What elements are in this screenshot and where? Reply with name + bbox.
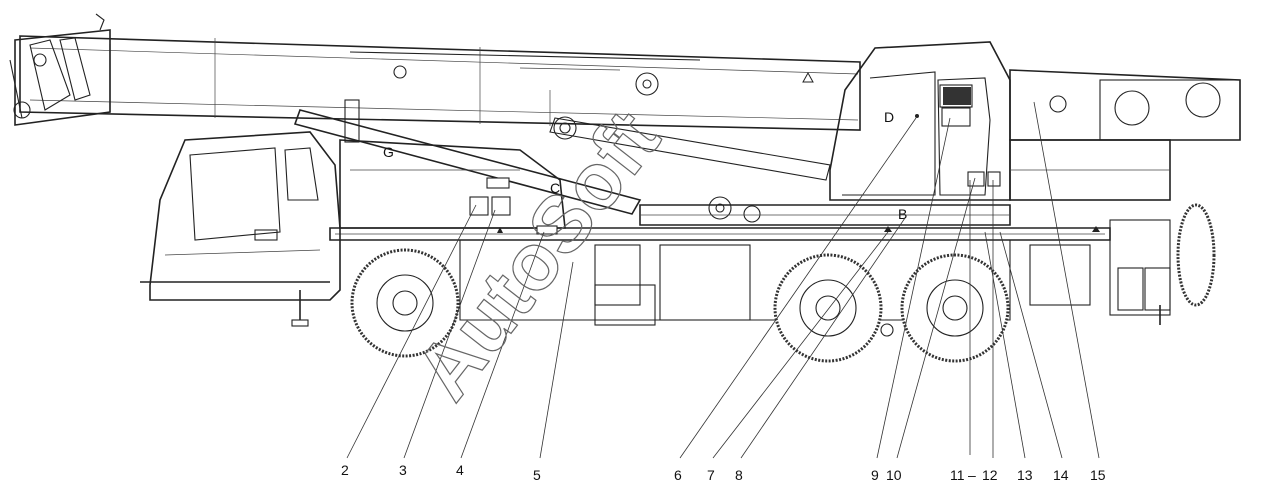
counterweight-rear bbox=[1009, 69, 1241, 201]
warning-triangle-icon bbox=[802, 71, 814, 83]
outrigger-front bbox=[291, 290, 309, 327]
zone-label-b: B bbox=[898, 206, 907, 222]
rear-wheel-2 bbox=[900, 253, 1010, 363]
callout-13: 13 bbox=[1017, 467, 1033, 483]
callout-10: 10 bbox=[886, 467, 902, 483]
zone-label-c: C bbox=[550, 180, 560, 196]
operator-cab bbox=[829, 41, 1011, 201]
chassis-frame bbox=[329, 219, 1171, 337]
callout-6: 6 bbox=[674, 467, 682, 483]
callout-2: 2 bbox=[341, 462, 349, 478]
exhaust-stack bbox=[344, 99, 360, 143]
spare-wheel bbox=[1176, 203, 1216, 307]
warning-triangle-icon bbox=[884, 226, 892, 232]
callout-11: 11 bbox=[950, 467, 965, 483]
telescopic-boom bbox=[19, 35, 861, 140]
rear-wheel-1 bbox=[773, 253, 883, 363]
callout-8: 8 bbox=[735, 467, 743, 483]
front-wheel bbox=[350, 248, 460, 358]
callout-15: 15 bbox=[1090, 467, 1106, 483]
warning-triangle-icon bbox=[1092, 226, 1100, 232]
cab-door-sticker bbox=[941, 107, 971, 127]
callout-12: 12 bbox=[982, 467, 998, 483]
callout-7: 7 bbox=[707, 467, 715, 483]
watermark-logo: AutoSoft bbox=[398, 95, 676, 416]
boom-head-sheaves bbox=[9, 13, 111, 126]
leader-lines bbox=[346, 101, 1100, 459]
callout-9: 9 bbox=[871, 467, 879, 483]
callout-range-dash: – bbox=[968, 467, 976, 483]
turntable bbox=[639, 204, 1011, 226]
luffing-cylinder bbox=[293, 109, 831, 223]
callout-3: 3 bbox=[399, 462, 407, 478]
callout-4: 4 bbox=[456, 462, 464, 478]
callout-numbers: 2 3 4 5 6 7 8 9 10 11 – 12 13 14 15 bbox=[341, 462, 1106, 483]
engine-bay bbox=[339, 99, 566, 235]
zone-label-d: D bbox=[884, 109, 894, 125]
zone-label-g: G bbox=[383, 144, 394, 160]
driver-cab bbox=[140, 131, 341, 301]
callout-14: 14 bbox=[1053, 467, 1069, 483]
callout-5: 5 bbox=[533, 467, 541, 483]
